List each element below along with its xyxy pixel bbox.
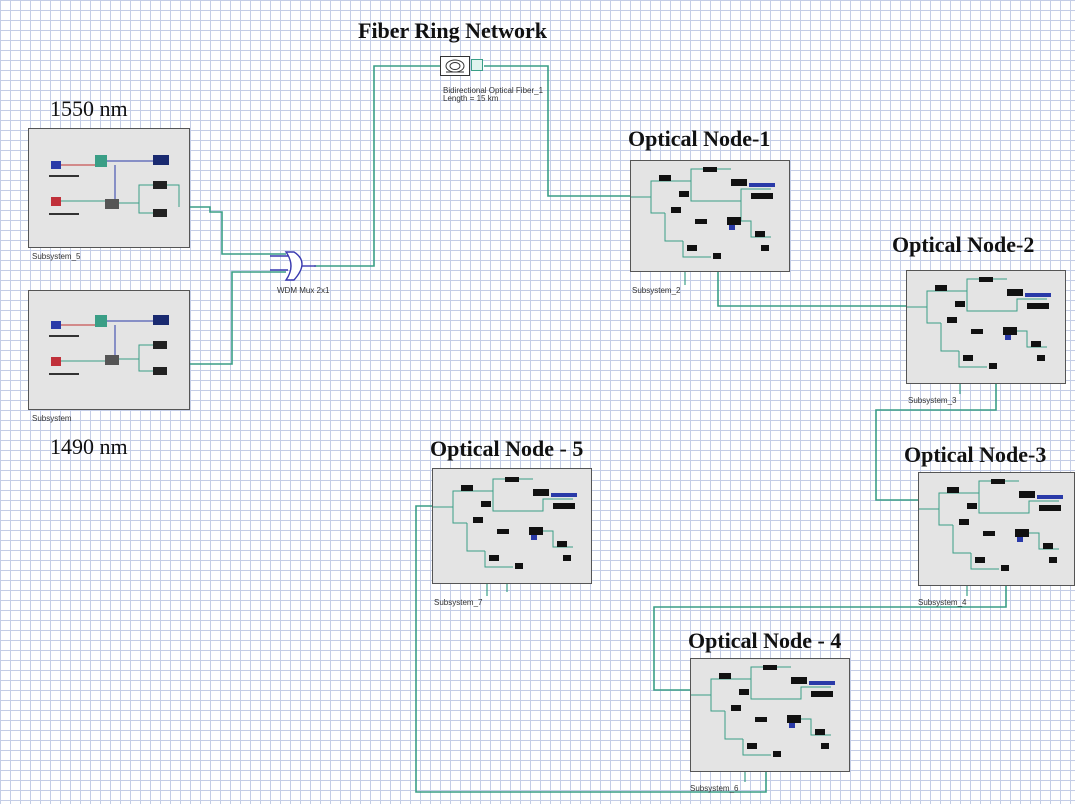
node-3-title: Optical Node-3 xyxy=(904,442,1047,467)
node-1-subsystem-label: Subsystem_2 xyxy=(632,286,681,295)
source-subsystem-1490-label: Subsystem xyxy=(32,414,72,423)
source-subsystem-1550[interactable] xyxy=(28,128,190,248)
node-4-title: Optical Node - 4 xyxy=(688,628,842,653)
diagram-title: Fiber Ring Network xyxy=(358,18,548,43)
optical-node-5[interactable] xyxy=(432,468,592,584)
node-5-subsystem-label: Subsystem_7 xyxy=(434,598,483,607)
wire-src1-mux xyxy=(190,206,286,255)
node-internals xyxy=(919,479,1063,571)
fiber-component[interactable] xyxy=(440,56,484,78)
optical-node-2[interactable] xyxy=(906,270,1066,384)
wdm-mux-symbol xyxy=(270,251,316,281)
optical-node-3[interactable] xyxy=(918,472,1075,586)
node-internals xyxy=(631,167,775,259)
wire-node1-node2 xyxy=(717,272,906,307)
fiber-length-label: Length = 15 km xyxy=(443,94,499,103)
wire-node4-node5 xyxy=(415,505,767,793)
mux-label: WDM Mux 2x1 xyxy=(277,286,330,295)
source-subsystem-1550-label: Subsystem_5 xyxy=(32,252,81,261)
node-internals xyxy=(433,477,577,569)
optical-node-1[interactable] xyxy=(630,160,790,272)
wire-node2-node3 xyxy=(875,384,997,501)
wavelength-1550-label: 1550 nm xyxy=(50,96,128,121)
source-internals xyxy=(49,315,169,375)
node-3-subsystem-label: Subsystem_4 xyxy=(918,598,967,607)
fiber-coil-icon xyxy=(445,59,465,73)
source-subsystem-1490[interactable] xyxy=(28,290,190,410)
node-2-title: Optical Node-2 xyxy=(892,232,1035,257)
node-5-title: Optical Node - 5 xyxy=(430,436,584,461)
wire-node3-node4 xyxy=(653,586,1007,691)
wire-src2-mux xyxy=(190,271,286,365)
wire-fiber-node1 xyxy=(484,65,630,197)
node-2-subsystem-label: Subsystem_3 xyxy=(908,396,957,405)
wire-mux-fiber xyxy=(314,65,440,267)
optical-node-4[interactable] xyxy=(690,658,850,772)
wavelength-1490-label: 1490 nm xyxy=(50,434,128,459)
node-internals xyxy=(907,277,1051,369)
node-internals xyxy=(691,665,835,757)
node-4-subsystem-label: Subsystem_6 xyxy=(690,784,739,793)
fiber-port-icon xyxy=(471,59,483,71)
node-1-title: Optical Node-1 xyxy=(628,126,771,151)
fiber-name-label: Bidirectional Optical Fiber_1 xyxy=(443,86,544,95)
source-internals xyxy=(49,155,180,217)
